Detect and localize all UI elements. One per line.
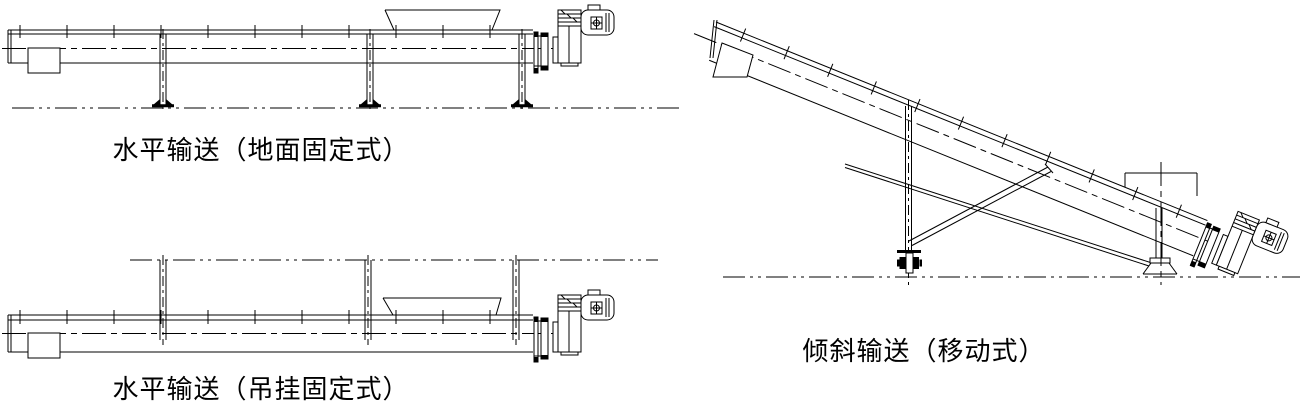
hanger-rods	[159, 255, 520, 345]
wheeled-support-post	[897, 100, 922, 285]
caption-horizontal-hanging-fixed: 水平输送（吊挂固定式）	[112, 375, 410, 404]
feed-hopper	[382, 297, 502, 316]
discharge-outlet	[27, 47, 61, 74]
caption-inclined-mobile: 倾斜输送（移动式）	[802, 337, 1046, 366]
drive-unit	[1189, 210, 1289, 277]
feed-hopper	[384, 9, 501, 31]
hanger-rod	[512, 255, 520, 345]
motor	[580, 289, 615, 321]
support-legs	[152, 29, 533, 111]
flange-ticks	[19, 25, 491, 38]
flange-ticks	[739, 28, 1182, 218]
discharge-outlet	[27, 332, 61, 359]
feed-hopper	[1124, 162, 1198, 285]
motor	[1251, 217, 1289, 254]
frame-rail	[844, 163, 1153, 267]
support-leg	[359, 29, 381, 111]
wheel-assembly	[897, 252, 922, 274]
gearbox	[557, 9, 582, 67]
hanger-rod	[364, 255, 372, 345]
diagonal-brace	[908, 163, 1054, 246]
conveyor-tube	[7, 25, 533, 64]
support-leg	[152, 29, 174, 111]
figure-inclined-mobile	[693, 19, 1300, 285]
base-support-post	[1142, 208, 1178, 275]
drive-unit	[533, 4, 615, 74]
hanger-rod	[159, 255, 167, 345]
caption-horizontal-ground-fixed: 水平输送（地面固定式）	[112, 136, 410, 165]
figure-horizontal-hanging-fixed	[2, 255, 658, 363]
tube-end-cap	[709, 19, 718, 59]
conveyor-tube	[7, 310, 533, 353]
gearbox	[557, 294, 582, 356]
gearbox	[1215, 210, 1261, 277]
motor	[580, 4, 615, 36]
support-leg	[511, 29, 533, 111]
figure-horizontal-ground-fixed	[2, 4, 680, 111]
discharge-chute	[712, 42, 754, 78]
inclined-tube	[693, 21, 1289, 277]
drive-unit	[533, 289, 615, 363]
flange-ticks	[19, 310, 491, 324]
